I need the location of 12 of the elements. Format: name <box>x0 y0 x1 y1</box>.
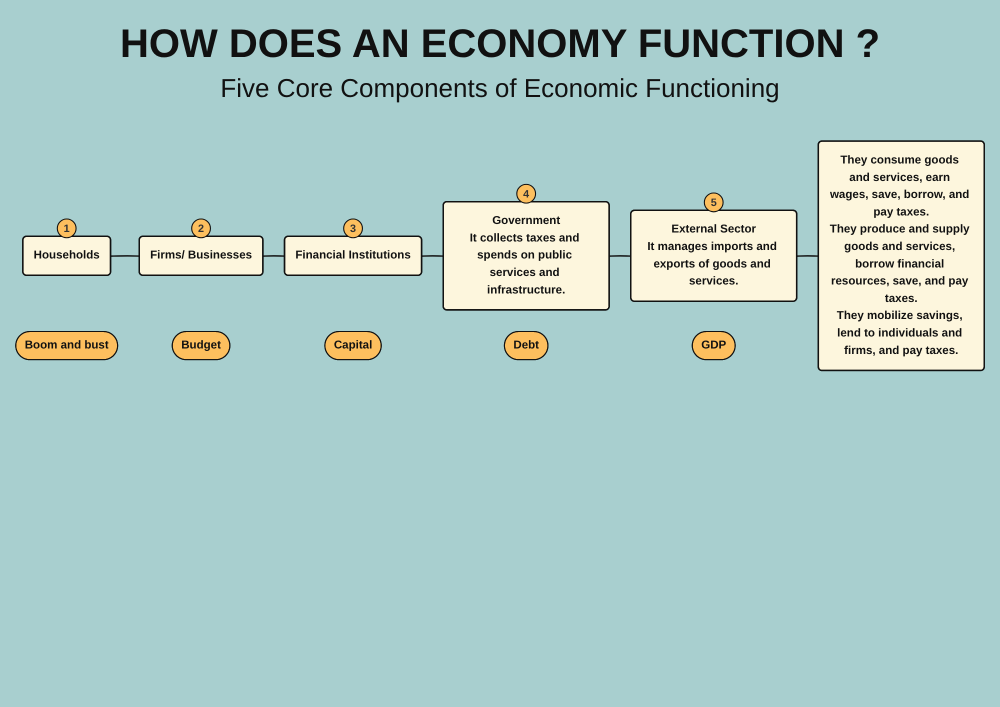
number-badge: 2 <box>191 218 211 238</box>
connector <box>110 255 140 257</box>
connector <box>609 255 632 257</box>
number-badge: 5 <box>704 192 724 212</box>
number-badge: 4 <box>516 184 536 204</box>
connector <box>422 255 444 257</box>
subtitle: Five Core Components of Economic Functioning <box>219 73 781 104</box>
connector <box>797 255 819 257</box>
number-badge: 3 <box>343 218 363 238</box>
connector <box>263 255 285 257</box>
title: HOW DOES AN ECONOMY FUNCTION ? <box>119 22 881 67</box>
number-badge: 1 <box>56 218 77 238</box>
